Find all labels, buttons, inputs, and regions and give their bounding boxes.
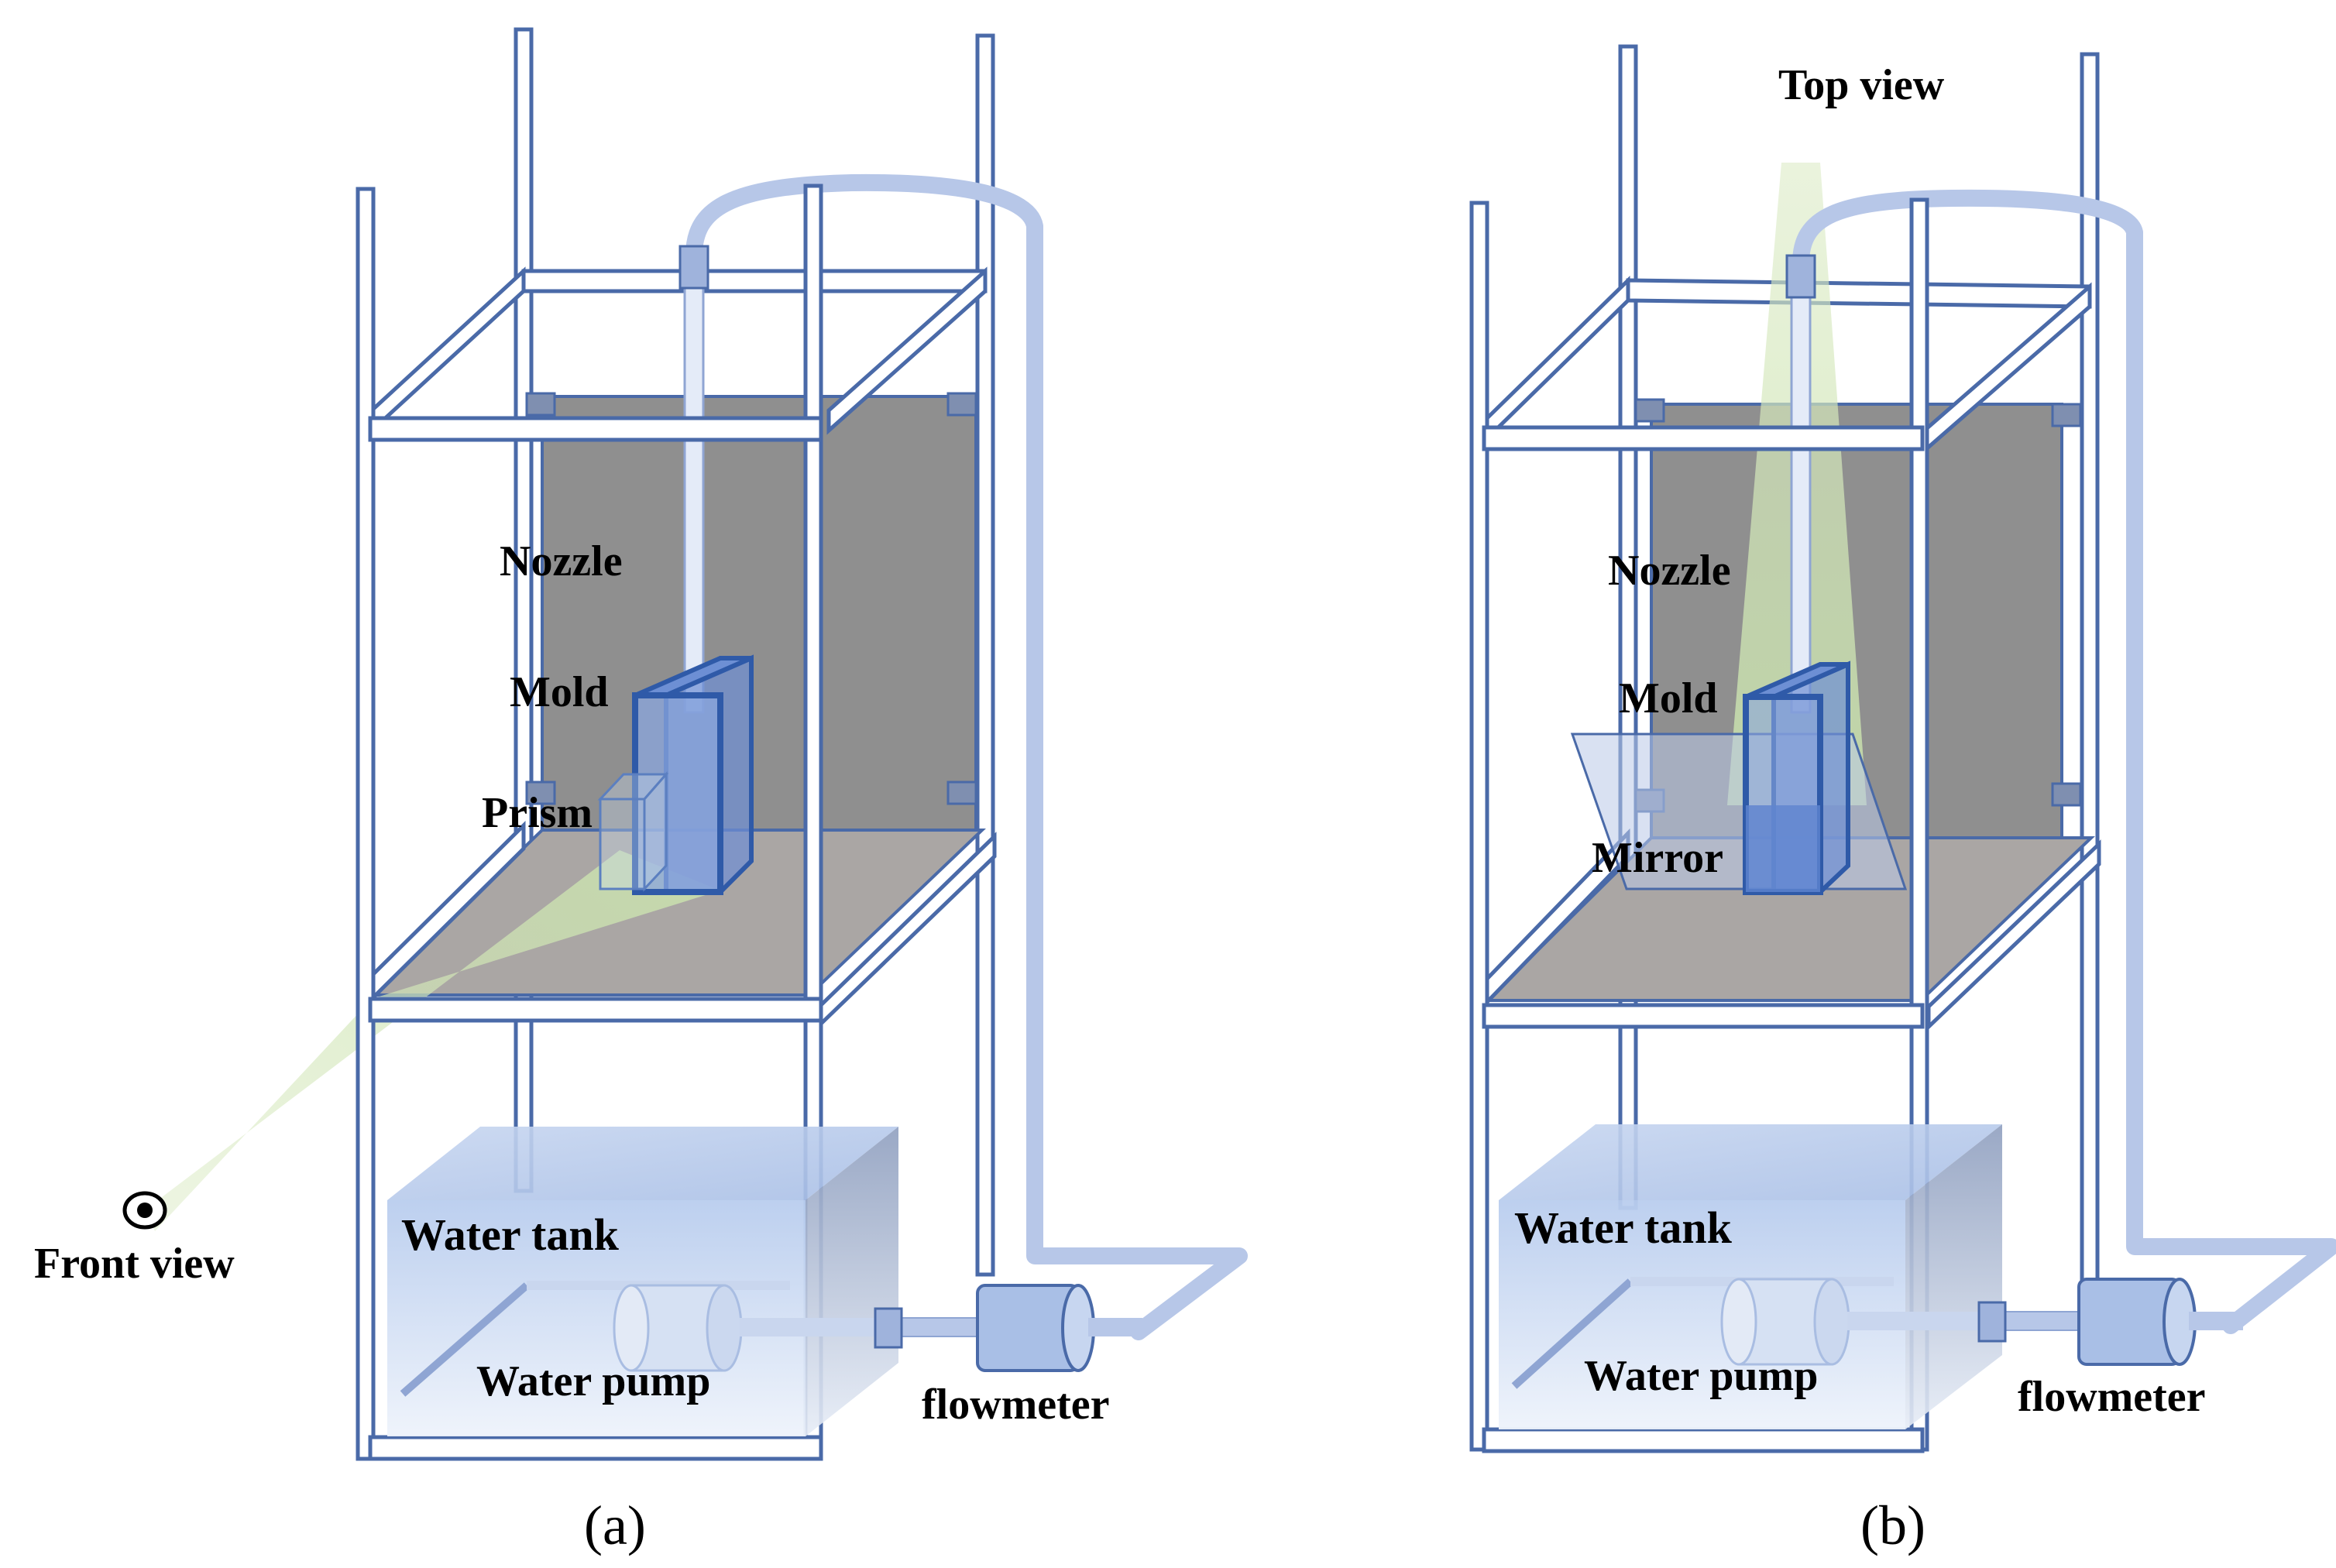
label-mold: Mold [510, 668, 609, 716]
frame-rail [368, 997, 823, 1023]
frame-rail [826, 266, 988, 435]
board-clip [2051, 782, 2082, 807]
frame-rail [368, 1435, 823, 1461]
panel-b-setup: Top view Nozzle Mold Mirror Water tank W… [1469, 44, 2336, 1556]
caption-a: (a) [584, 1494, 646, 1556]
board-clip [1634, 398, 1665, 423]
label-water-tank: Water tank [401, 1209, 620, 1260]
board-clip [946, 781, 977, 805]
backboard [541, 395, 977, 832]
flowmeter [976, 1284, 1142, 1372]
label-mirror: Mirror [1592, 834, 1723, 882]
panel-a-setup: Nozzle Mold Prism Water tank Water pump … [34, 27, 1248, 1556]
label-nozzle: Nozzle [1608, 547, 1731, 595]
frame-rail [521, 269, 988, 293]
frame-pole [2080, 52, 2100, 1303]
label-mold: Mold [1619, 674, 1718, 722]
frame-rail [1485, 276, 1630, 443]
frame-rail [1482, 425, 1925, 451]
label-front-view: Front view [34, 1240, 235, 1288]
label-nozzle: Nozzle [500, 537, 623, 585]
supply-pipe [1792, 189, 2336, 1334]
label-water-pump: Water pump [476, 1357, 710, 1405]
frame-pole [1469, 201, 1489, 1452]
frame-rail [1482, 1003, 1925, 1029]
nozzle-tube [1790, 262, 1812, 714]
frame-rail [368, 416, 823, 442]
board-clip [2051, 403, 2082, 427]
nozzle-holder [678, 245, 709, 290]
label-prism: Prism [482, 789, 593, 837]
frame-pole [356, 187, 376, 1461]
eye-icon [122, 1191, 167, 1230]
frame-rail [1626, 278, 2092, 309]
label-top-view: Top view [1778, 61, 1945, 109]
frame-pole [975, 33, 995, 1277]
frame-rail [369, 266, 526, 435]
label-flowmeter: flowmeter [922, 1381, 1110, 1429]
flowmeter [2077, 1278, 2243, 1366]
label-water-pump: Water pump [1584, 1352, 1818, 1400]
water-pump [1720, 1278, 1979, 1366]
board-clip [525, 392, 556, 417]
prism [597, 771, 669, 892]
water-pump [613, 1284, 875, 1372]
valve [1977, 1301, 2007, 1343]
label-water-tank: Water tank [1514, 1203, 1733, 1253]
label-flowmeter: flowmeter [2018, 1373, 2206, 1421]
frame-rail [1482, 1427, 1925, 1453]
mold [1743, 660, 1850, 895]
valve [874, 1307, 903, 1349]
caption-b: (b) [1860, 1494, 1925, 1556]
board-clip [946, 392, 977, 417]
nozzle-holder [1785, 254, 1816, 299]
frame-pole [1618, 44, 1638, 1210]
water-tank [1499, 1124, 2002, 1429]
board-clip [525, 781, 556, 805]
nozzle-tube [683, 254, 705, 714]
